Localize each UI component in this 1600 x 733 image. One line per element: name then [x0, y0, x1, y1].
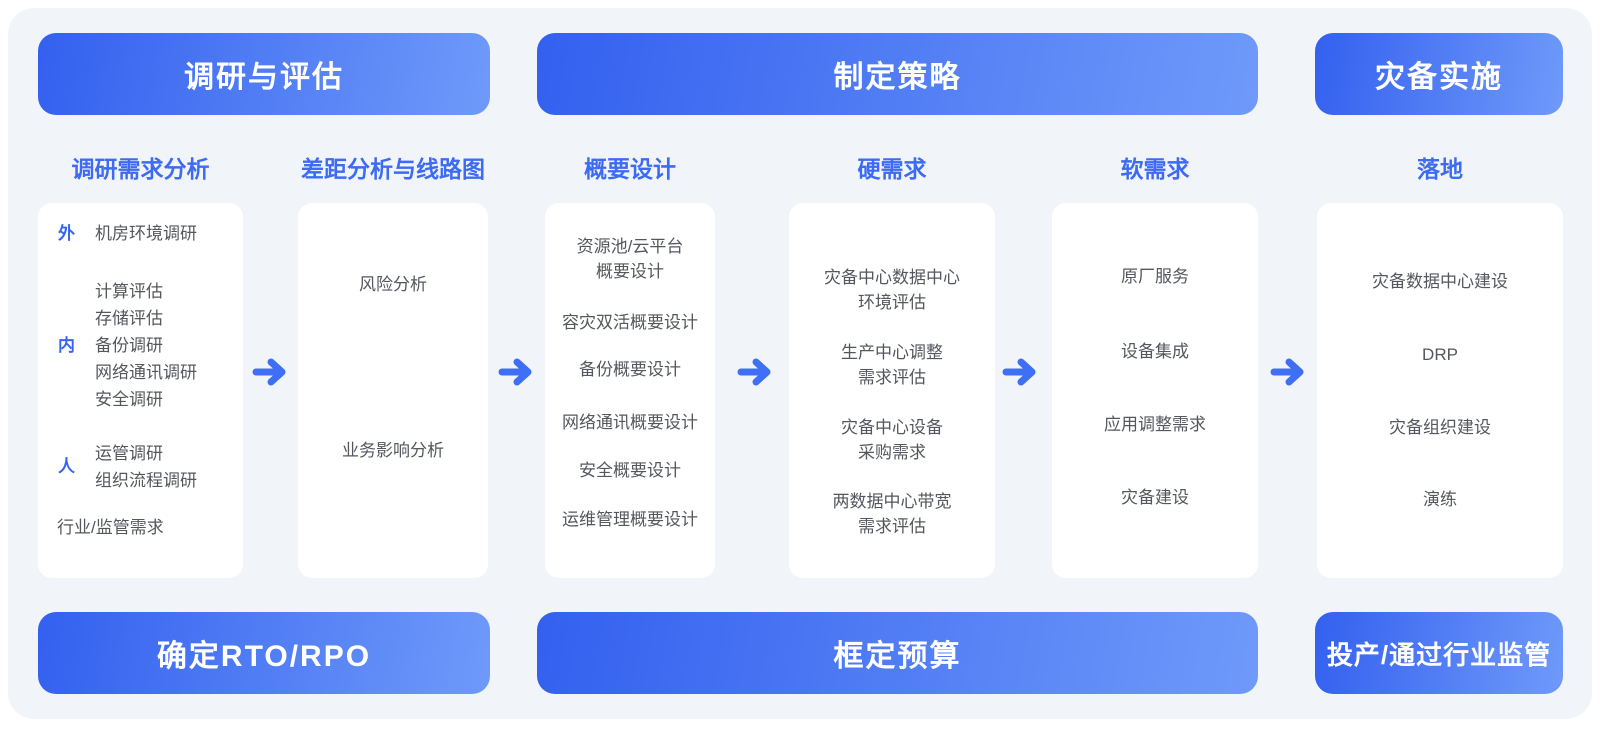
card-hard-requirements: 灾备中心数据中心 环境评估 生产中心调整 需求评估 灾备中心设备 采购需求 两数…: [789, 203, 995, 578]
group-label-external: 外: [58, 224, 75, 243]
group-label-people: 人: [58, 457, 75, 476]
arrow-right-icon: [1000, 357, 1040, 387]
column-title-outline-design: 概要设计: [584, 156, 676, 182]
flow-item: 灾备建设: [1121, 488, 1189, 507]
flow-item: 网络通讯调研: [95, 363, 197, 382]
phase-header-implementation: 灾备实施: [1315, 33, 1563, 115]
flow-item: DRP: [1422, 345, 1458, 364]
column-title-landing: 落地: [1417, 156, 1463, 182]
flow-item: 设备集成: [1121, 342, 1189, 361]
flow-item: 应用调整需求: [1104, 415, 1206, 434]
flow-item: 运维管理概要设计: [562, 510, 698, 529]
flow-item: 网络通讯概要设计: [562, 413, 698, 432]
flow-item: 计算评估: [95, 282, 163, 301]
bottom-bar-budget: 框定预算: [537, 612, 1258, 694]
flow-item: 灾备数据中心建设: [1372, 272, 1508, 291]
column-title-soft-requirements: 软需求: [1120, 156, 1190, 182]
card-soft-requirements: 原厂服务 设备集成 应用调整需求 灾备建设: [1052, 203, 1258, 578]
flow-item: 两数据中心带宽 需求评估: [832, 492, 952, 536]
flow-item: 安全调研: [95, 390, 163, 409]
flow-item: 演练: [1423, 490, 1457, 509]
flow-item: 存储评估: [95, 309, 163, 328]
column-title-gap-analysis: 差距分析与线路图: [301, 156, 485, 182]
phase-header-research-evaluation: 调研与评估: [38, 33, 490, 115]
flow-item: 组织流程调研: [95, 471, 197, 490]
flow-item: 行业/监管需求: [57, 518, 164, 537]
flow-item: 灾备组织建设: [1389, 418, 1491, 437]
column-title-hard-requirements: 硬需求: [857, 156, 927, 182]
arrow-right-icon: [250, 357, 290, 387]
flow-item: 资源池/云平台 概要设计: [576, 237, 684, 281]
flow-item: 容灾双活概要设计: [562, 313, 698, 332]
flow-item: 业务影响分析: [342, 441, 444, 460]
column-title-research-needs: 调研需求分析: [71, 156, 210, 182]
flow-item: 备份调研: [95, 336, 163, 355]
flow-item: 灾备中心设备 采购需求: [841, 418, 943, 462]
phase-header-strategy: 制定策略: [537, 33, 1258, 115]
arrow-right-icon: [496, 357, 536, 387]
flow-item: 灾备中心数据中心 环境评估: [824, 268, 960, 312]
arrow-right-icon: [735, 357, 775, 387]
card-research-needs: 外 机房环境调研 计算评估 存储评估 内 备份调研 网络通讯调研 安全调研 人 …: [38, 203, 243, 578]
arrow-right-icon: [1268, 357, 1308, 387]
bottom-bar-go-live: 投产/通过行业监管: [1315, 612, 1563, 694]
flow-item: 机房环境调研: [95, 224, 197, 243]
flow-item: 备份概要设计: [579, 360, 681, 379]
group-label-internal: 内: [58, 336, 75, 355]
flow-item: 风险分析: [359, 275, 427, 294]
card-gap-analysis: 风险分析 业务影响分析: [298, 203, 488, 578]
flow-item: 运管调研: [95, 444, 163, 463]
card-outline-design: 资源池/云平台 概要设计 容灾双活概要设计 备份概要设计 网络通讯概要设计 安全…: [545, 203, 715, 578]
flow-item: 生产中心调整 需求评估: [841, 343, 943, 387]
flow-item: 安全概要设计: [579, 461, 681, 480]
card-landing: 灾备数据中心建设 DRP 灾备组织建设 演练: [1317, 203, 1563, 578]
flow-item: 原厂服务: [1121, 267, 1189, 286]
bottom-bar-rto-rpo: 确定RTO/RPO: [38, 612, 490, 694]
